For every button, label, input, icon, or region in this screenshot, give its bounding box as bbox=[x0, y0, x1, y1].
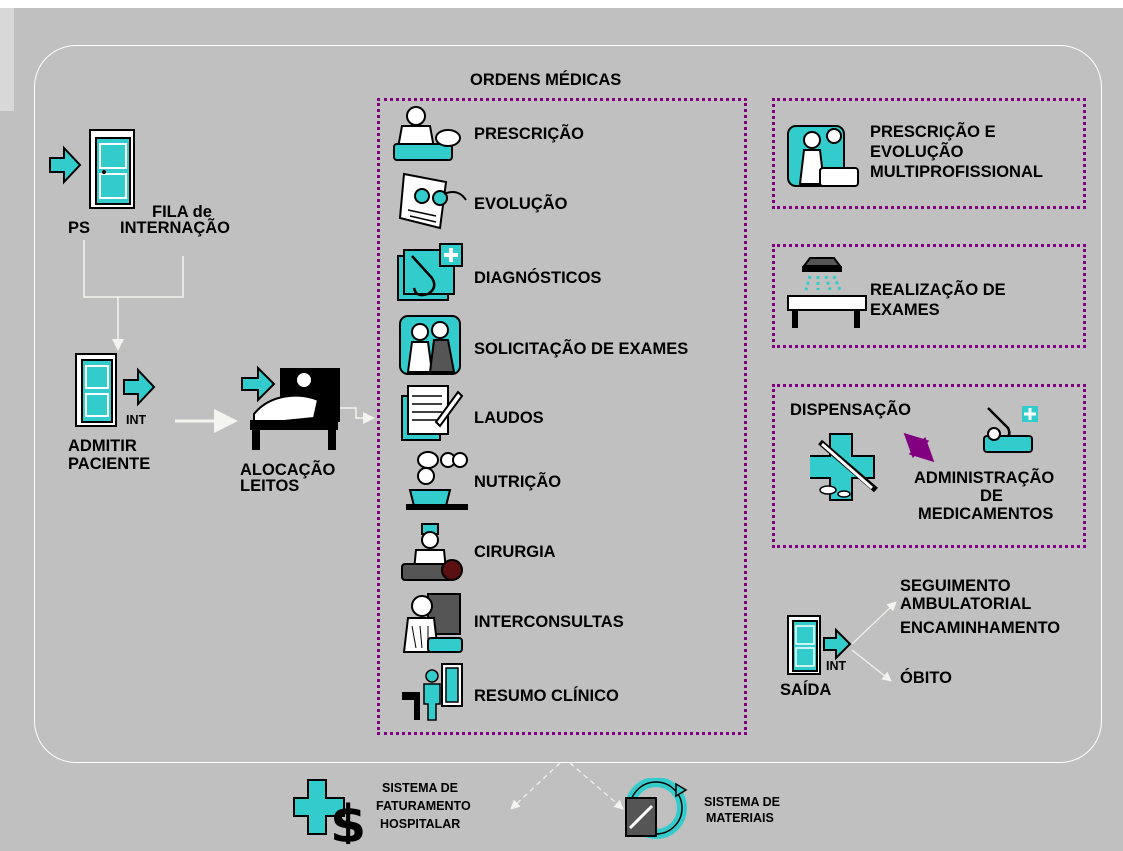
faturamento-label-1: SISTEMA DE bbox=[382, 781, 458, 795]
left-light-strip bbox=[0, 8, 14, 111]
admin-label-2: DE bbox=[980, 487, 1003, 505]
fila-label-2: INTERNAÇÃO bbox=[120, 219, 230, 237]
ordens-item-label: PRESCRIÇÃO bbox=[474, 125, 585, 143]
ordens-box bbox=[377, 98, 747, 735]
admitir-int-tag: INT bbox=[126, 413, 147, 427]
doctors-consult-icon bbox=[398, 314, 464, 381]
ordens-item-label: CIRURGIA bbox=[474, 543, 556, 561]
svg-text:$: $ bbox=[330, 795, 364, 844]
presc-label-1: PRESCRIÇÃO E bbox=[870, 123, 996, 141]
billing-cross-icon: $ bbox=[292, 778, 366, 851]
document-glasses-icon bbox=[396, 170, 470, 237]
saida-obito-line bbox=[851, 649, 892, 682]
obito-label: ÓBITO bbox=[900, 669, 952, 687]
presc-label-3: MULTIPROFISSIONAL bbox=[870, 163, 1043, 181]
saida-label: SAÍDA bbox=[780, 681, 832, 699]
ps-door-icon bbox=[48, 128, 138, 215]
materiais-label-1: SISTEMA DE bbox=[704, 795, 780, 809]
seguimento-label-1: SEGUIMENTO bbox=[900, 577, 1011, 595]
admin-label-1: ADMINISTRAÇÃO bbox=[914, 469, 1055, 487]
notepad-pen-icon bbox=[400, 382, 464, 447]
saida-seguimento-line bbox=[851, 601, 897, 645]
dispensacao-label: DISPENSAÇÃO bbox=[790, 401, 912, 419]
admitir-label-2: PACIENTE bbox=[68, 455, 151, 473]
person-door-icon bbox=[400, 662, 466, 727]
seguimento-label-2: AMBULATORIAL bbox=[900, 595, 1032, 613]
ordens-item-label: NUTRIÇÃO bbox=[474, 473, 562, 491]
fila-label-1: FILA de bbox=[152, 203, 212, 221]
alocacao-to-ordens-line bbox=[340, 407, 375, 424]
ps-label: PS bbox=[68, 219, 91, 237]
doctor-prescription-icon bbox=[392, 104, 466, 169]
hospital-bed-icon bbox=[240, 364, 344, 459]
stethoscope-chart-icon bbox=[396, 242, 466, 307]
admitir-label-1: ADMITIR bbox=[68, 437, 137, 455]
ordens-item-label: INTERCONSULTAS bbox=[474, 613, 624, 631]
dispensacao-admin-arrow bbox=[903, 432, 935, 463]
panel-to-faturamento-line bbox=[510, 762, 561, 810]
panel-to-materiais-line bbox=[569, 762, 624, 810]
faturamento-label-2: FATURAMENTO bbox=[376, 799, 471, 813]
presc-label-2: EVOLUÇÃO bbox=[870, 143, 964, 161]
faturamento-label-3: HOSPITALAR bbox=[380, 817, 461, 831]
admin-label-3: MEDICAMENTOS bbox=[918, 505, 1054, 523]
ordens-item-label: DIAGNÓSTICOS bbox=[474, 269, 602, 287]
patient-stethoscope-icon bbox=[980, 404, 1040, 463]
main-panel bbox=[34, 45, 1102, 763]
ordens-item-label: RESUMO CLÍNICO bbox=[474, 687, 619, 705]
top-white-strip bbox=[0, 0, 1123, 8]
encaminhamento-label: ENCAMINHAMENTO bbox=[900, 619, 1061, 637]
prescricao-multiprofissional-box bbox=[772, 98, 1086, 209]
realizacao-exames-box bbox=[772, 244, 1086, 348]
surgeon-icon bbox=[400, 522, 466, 589]
alocacao-label-1: ALOCAÇÃO bbox=[240, 461, 336, 479]
materials-cycle-icon bbox=[622, 777, 692, 847]
ordens-item-label: EVOLUÇÃO bbox=[474, 195, 568, 213]
syringe-cross-icon bbox=[807, 432, 890, 507]
admitir-door-icon bbox=[74, 352, 164, 433]
exames-label-2: EXAMES bbox=[870, 301, 940, 319]
multiprofessional-team-icon bbox=[786, 122, 860, 195]
saida-int-tag: INT bbox=[826, 659, 847, 673]
materiais-label-2: MATERIAIS bbox=[706, 811, 774, 825]
ordens-item-label: SOLICITAÇÃO DE EXAMES bbox=[474, 340, 689, 358]
saida-door-icon bbox=[786, 614, 856, 681]
ordens-item-label: LAUDOS bbox=[474, 409, 544, 427]
nurse-patient-icon bbox=[398, 592, 464, 661]
exam-table-icon bbox=[784, 256, 868, 337]
exames-label-1: REALIZAÇÃO DE bbox=[870, 281, 1006, 299]
dispensacao-box bbox=[772, 384, 1086, 548]
chef-food-icon bbox=[404, 450, 472, 519]
ordens-title: ORDENS MÉDICAS bbox=[470, 71, 622, 89]
alocacao-label-2: LEITOS bbox=[240, 477, 300, 495]
ps-to-admitir-line bbox=[83, 240, 184, 298]
